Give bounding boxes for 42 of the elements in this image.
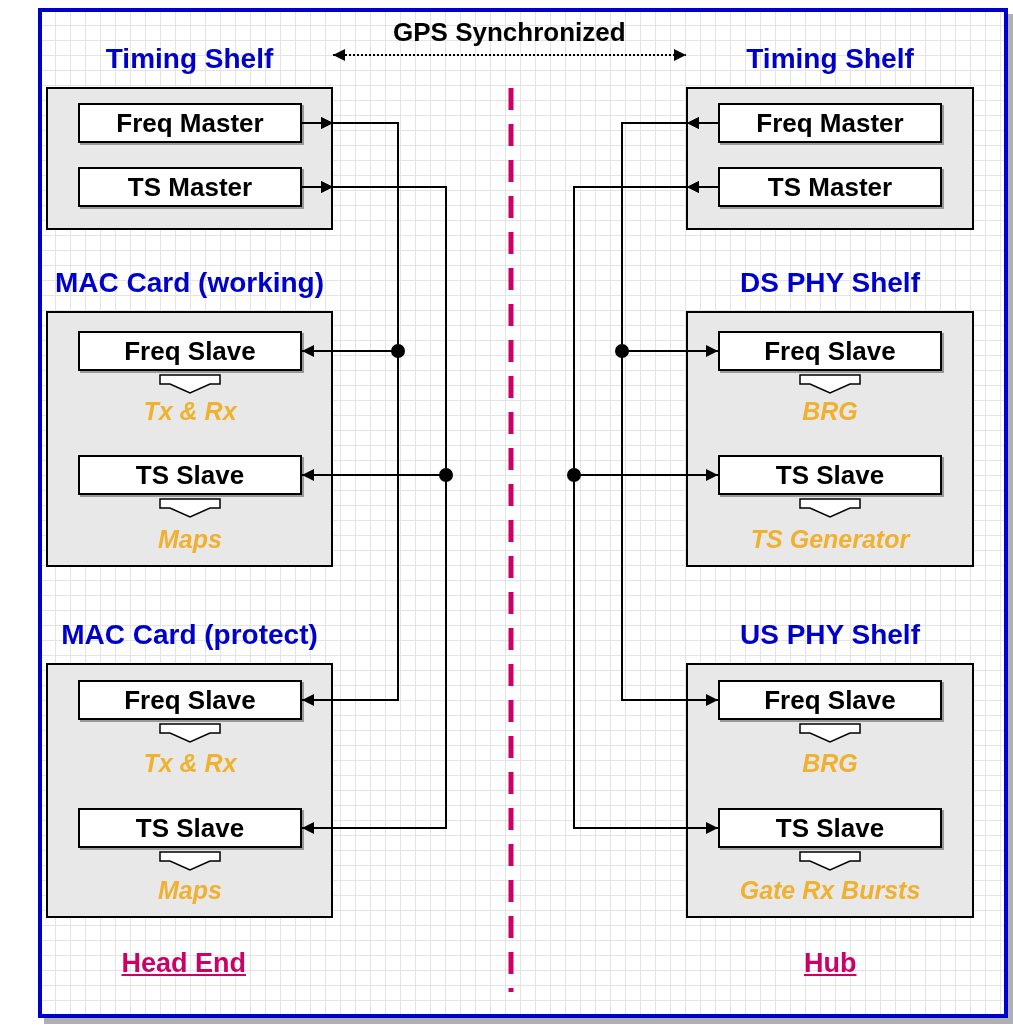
module-box: TS Slave (78, 808, 302, 848)
block-arrow (159, 498, 221, 518)
block-arrow (799, 723, 861, 743)
output-label: Maps (60, 523, 320, 555)
module-box: Freq Master (78, 103, 302, 143)
module-box: TS Slave (78, 455, 302, 495)
module-box: TS Master (78, 167, 302, 207)
block-arrow (159, 851, 221, 871)
module-box: Freq Master (718, 103, 942, 143)
shelf-heading: MAC Card (protect) (60, 619, 319, 651)
connector-arrow (301, 181, 447, 834)
connector-arrow (621, 117, 719, 706)
output-label: Tx & Rx (60, 747, 320, 779)
module-box: Freq Slave (718, 680, 942, 720)
connector-arrow (573, 181, 719, 834)
output-label: Gate Rx Bursts (700, 874, 960, 906)
site-label: Head End (121, 948, 247, 979)
output-label: BRG (700, 747, 960, 779)
module-box: Freq Slave (78, 680, 302, 720)
module-box: TS Slave (718, 455, 942, 495)
block-arrow (159, 374, 221, 394)
block-arrow (799, 374, 861, 394)
shelf-heading: MAC Card (working) (53, 267, 326, 299)
site-label: Hub (804, 948, 857, 979)
connector-arrow (301, 117, 399, 706)
edge-label: GPS Synchronized (393, 17, 626, 48)
sync-arrow (332, 49, 687, 61)
module-box: Freq Slave (78, 331, 302, 371)
block-arrow (159, 723, 221, 743)
output-label: TS Generator (700, 523, 960, 555)
output-label: Maps (60, 874, 320, 906)
block-arrow (799, 498, 861, 518)
shelf-heading: DS PHY Shelf (739, 267, 921, 299)
shelf-heading: Timing Shelf (745, 43, 915, 75)
output-label: BRG (700, 395, 960, 427)
output-label: Tx & Rx (60, 395, 320, 427)
shelf-heading: Timing Shelf (104, 43, 275, 75)
block-arrow (799, 851, 861, 871)
module-box: Freq Slave (718, 331, 942, 371)
module-box: TS Slave (718, 808, 942, 848)
shelf-heading: US PHY Shelf (739, 619, 921, 651)
module-box: TS Master (718, 167, 942, 207)
